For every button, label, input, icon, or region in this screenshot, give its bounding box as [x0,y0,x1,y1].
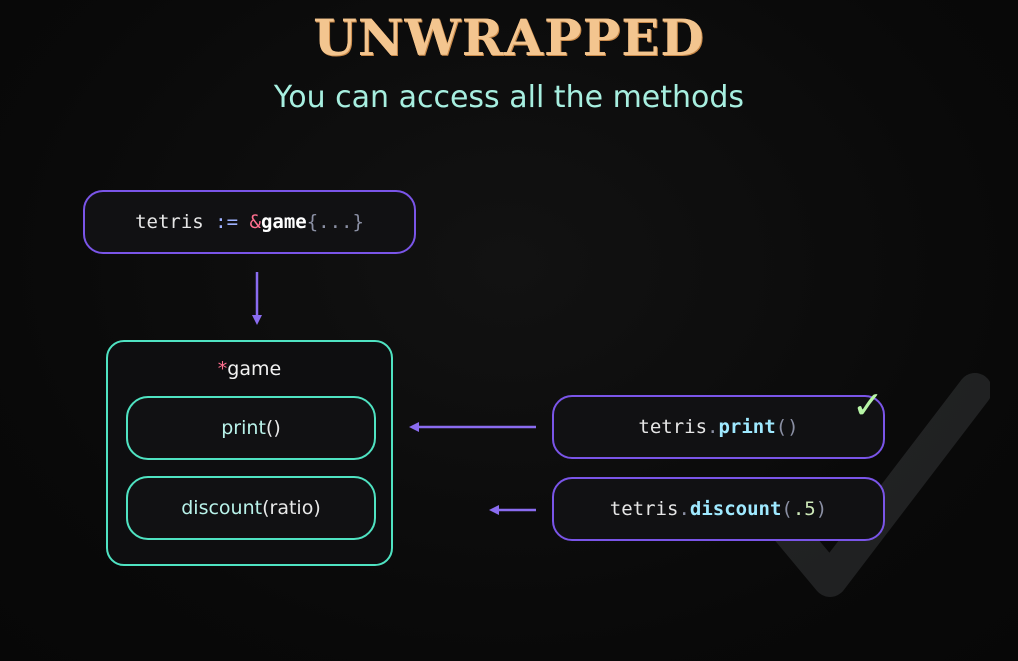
call-print-method: print [718,416,776,438]
decl-operator: := [203,211,250,233]
call-discount-method: discount [689,498,782,520]
pointer-type-label: *game [108,358,391,380]
call-discount-dot: . [678,498,690,520]
method-print-box: print() [126,396,376,460]
call-print-receiver: tetris [638,416,708,438]
call-discount-close: ) [815,498,828,520]
decl-ampersand: & [249,211,261,233]
method-discount-box: discount(ratio) [126,476,376,540]
declaration-box: tetris := &game{...} [83,190,416,254]
pointer-star: * [217,358,228,380]
pointer-type-name: game [227,358,282,380]
call-print-dot: . [707,416,719,438]
decl-body: {...} [306,211,364,233]
call-discount-receiver: tetris [609,498,679,520]
call-print-code: tetris.print() [638,416,798,438]
method-print-args: () [265,417,281,439]
declaration-code: tetris := &game{...} [135,211,364,233]
slide-subtitle: You can access all the methods [273,80,745,115]
slide-title: UNWRAPPED [313,8,705,67]
method-discount-args: (ratio) [262,497,321,519]
decl-type: game [260,211,307,233]
call-print-close: ) [787,416,799,438]
call-discount-arg: .5 [792,498,816,520]
call-discount-code: tetris.discount(.5) [610,498,827,520]
call-print-open: ( [775,416,788,438]
method-discount-name: discount [181,497,263,519]
method-print-name: print [221,417,266,439]
check-icon: ✓ [852,383,884,427]
call-discount-box: tetris.discount(.5) [552,477,885,541]
call-discount-open: ( [781,498,793,520]
pointer-type-box: *game print() discount(ratio) [106,340,393,566]
call-print-box: tetris.print() [552,395,885,459]
decl-var: tetris [135,211,204,233]
